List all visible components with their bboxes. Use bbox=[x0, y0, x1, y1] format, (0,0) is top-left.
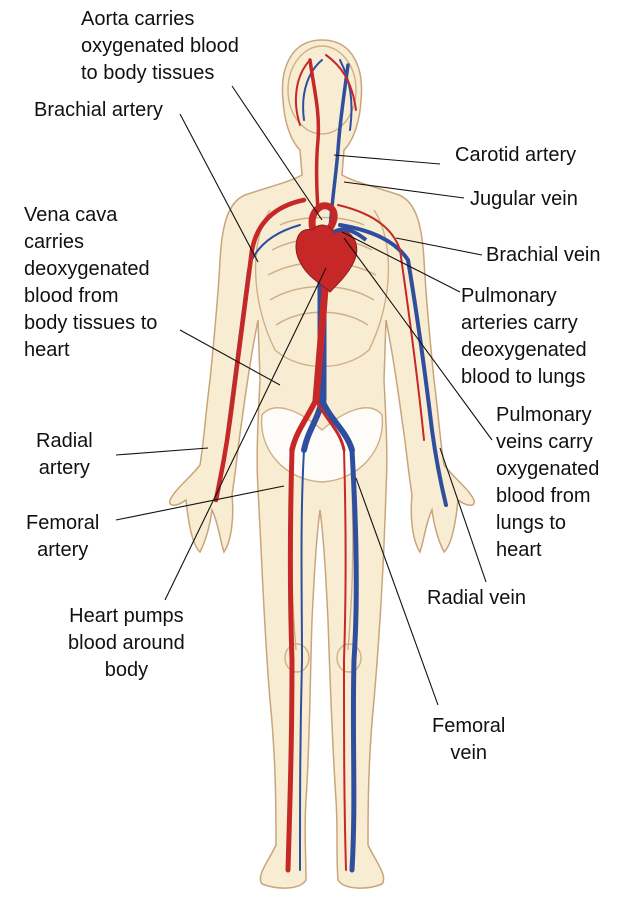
leader-radial-artery bbox=[115, 447, 209, 456]
rib-1 bbox=[279, 216, 365, 226]
femoral-vein-right bbox=[349, 447, 359, 873]
leader-aorta bbox=[231, 85, 323, 221]
leader-jugular-vein bbox=[343, 181, 465, 199]
aorta bbox=[308, 202, 338, 404]
label-radial-artery: Radial artery bbox=[36, 430, 93, 479]
label-heart-pumps: Heart pumps blood around body bbox=[68, 605, 185, 681]
leader-carotid-artery bbox=[333, 154, 441, 165]
label-aorta: Aorta carries oxygenated blood to body t… bbox=[81, 8, 239, 84]
label-carotid-artery: Carotid artery bbox=[455, 144, 577, 166]
carotid-artery bbox=[308, 58, 321, 212]
head-arteries bbox=[294, 54, 357, 126]
leader-lines bbox=[115, 85, 493, 706]
label-radial-vein: Radial vein bbox=[427, 587, 526, 609]
pulmonary-artery-shape bbox=[332, 227, 368, 242]
iliac-vein-left bbox=[301, 397, 325, 453]
knee-right bbox=[336, 643, 362, 673]
leader-femoral-vein bbox=[355, 477, 439, 706]
label-brachial-vein: Brachial vein bbox=[486, 244, 601, 266]
label-vena-cava: Vena cava carries deoxygenated blood fro… bbox=[24, 204, 158, 361]
skull bbox=[287, 45, 357, 135]
leader-radial-vein bbox=[439, 447, 487, 583]
leader-heart-pumps bbox=[164, 267, 327, 601]
leader-vena-cava bbox=[179, 329, 281, 386]
label-femoral-vein: Femoral vein bbox=[432, 715, 506, 764]
iliac-vein-right bbox=[319, 397, 355, 453]
jugular-vein bbox=[328, 63, 350, 232]
iliac-artery-left bbox=[289, 397, 319, 453]
leader-pulmonary-arteries bbox=[341, 231, 461, 293]
label-jugular-vein: Jugular vein bbox=[470, 188, 578, 210]
iliac-artery-right bbox=[314, 398, 346, 452]
heart bbox=[295, 224, 368, 293]
femoral-artery-right bbox=[342, 449, 347, 871]
leader-brachial-artery bbox=[179, 113, 259, 263]
label-pulmonary-arteries: Pulmonary arteries carry deoxygenated bl… bbox=[461, 285, 587, 388]
brachial-artery bbox=[213, 197, 307, 503]
heart-shape bbox=[295, 224, 358, 293]
femoral-artery-left bbox=[285, 447, 295, 873]
leader-pulmonary-veins bbox=[343, 237, 493, 441]
arm-artery-right bbox=[337, 204, 425, 441]
knee-left bbox=[284, 643, 310, 673]
femoral-vein-left bbox=[299, 449, 305, 871]
leader-femoral-artery bbox=[115, 485, 285, 521]
label-pulmonary-veins: Pulmonary veins carry oxygenated blood f… bbox=[496, 404, 600, 561]
label-femoral-artery: Femoral artery bbox=[26, 512, 100, 561]
leader-brachial-vein bbox=[395, 237, 483, 256]
head-veins bbox=[302, 59, 353, 131]
arteries bbox=[213, 54, 425, 873]
label-brachial-artery: Brachial artery bbox=[34, 99, 163, 121]
